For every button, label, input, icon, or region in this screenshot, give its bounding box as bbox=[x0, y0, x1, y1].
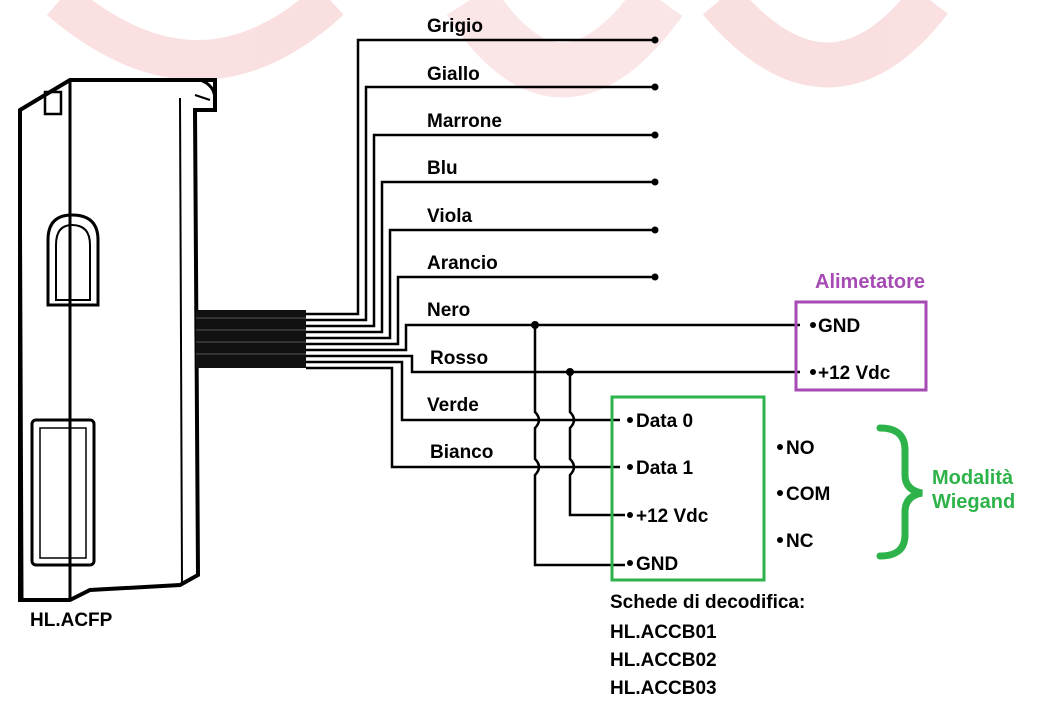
wire-label-bianco: Bianco bbox=[430, 442, 493, 463]
wiegand-label-line1: Modalità bbox=[932, 467, 1014, 489]
watermark-logo bbox=[46, 0, 948, 98]
decoder-output-nc: NC bbox=[786, 531, 814, 552]
decoder-model-1: HL.ACCB01 bbox=[610, 622, 717, 643]
decoder-output-com: COM bbox=[786, 484, 830, 505]
decoder-model-2: HL.ACCB02 bbox=[610, 650, 717, 671]
power-supply-title: Alimetatore bbox=[815, 271, 925, 293]
decoder-model-3: HL.ACCB03 bbox=[610, 678, 717, 699]
power-supply-box bbox=[794, 300, 928, 392]
wire-label-nero: Nero bbox=[427, 300, 470, 321]
wire-label-verde: Verde bbox=[427, 395, 479, 416]
decoder-output-no: NO bbox=[786, 438, 815, 459]
decoder-input-gnd: GND bbox=[636, 554, 678, 575]
wire-label-marrone: Marrone bbox=[427, 111, 502, 132]
power-supply-terminal-12v: +12 Vdc bbox=[818, 363, 891, 384]
wire-fanout bbox=[306, 38, 800, 469]
decoder-board: Data 0 Data 1 +12 Vdc GND NO COM NC bbox=[610, 395, 830, 582]
wire-labels: Grigio Giallo Marrone Blu Viola Arancio … bbox=[427, 16, 502, 463]
wire-label-viola: Viola bbox=[427, 206, 472, 227]
decoder-input-data1: Data 1 bbox=[636, 458, 693, 479]
wire-label-grigio: Grigio bbox=[427, 16, 483, 37]
wiegand-label-line2: Wiegand bbox=[932, 491, 1015, 513]
wire-label-rosso: Rosso bbox=[430, 348, 488, 369]
wire-label-giallo: Giallo bbox=[427, 64, 480, 85]
power-supply-terminal-gnd: GND bbox=[818, 316, 860, 337]
wire-label-arancio: Arancio bbox=[427, 253, 498, 274]
decoder-caption: Schede di decodifica: HL.ACCB01 HL.ACCB0… bbox=[610, 592, 805, 699]
power-supply: Alimetatore GND +12 Vdc bbox=[794, 271, 928, 392]
wire-label-blu: Blu bbox=[427, 158, 458, 179]
decoder-board-box bbox=[610, 395, 766, 582]
wire-end-dots bbox=[651, 36, 659, 281]
decoder-input-12v: +12 Vdc bbox=[636, 506, 709, 527]
power-branches bbox=[531, 321, 625, 567]
decoder-input-data0: Data 0 bbox=[636, 411, 693, 432]
cable-bundle bbox=[196, 310, 306, 368]
fingerprint-reader-device bbox=[18, 78, 217, 602]
wiegand-brace: Modalità Wiegand bbox=[876, 424, 1015, 560]
device-name: HL.ACFP bbox=[30, 610, 113, 631]
decoder-caption-title: Schede di decodifica: bbox=[610, 592, 805, 613]
